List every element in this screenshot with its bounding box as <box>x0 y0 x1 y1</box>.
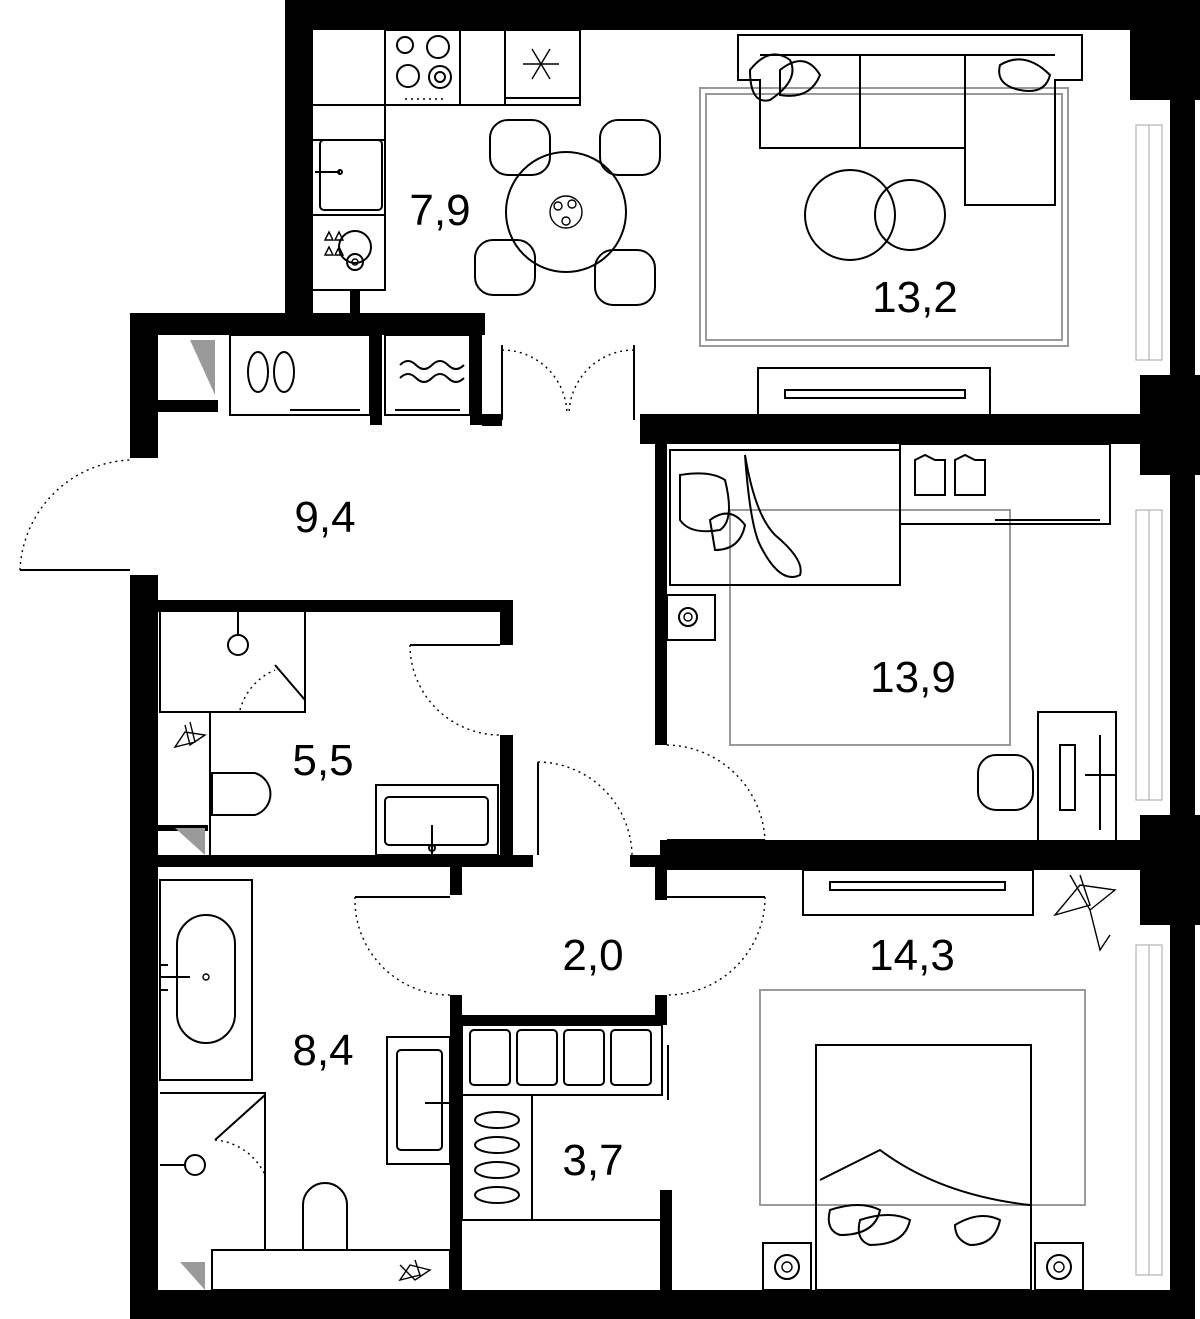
entrance-door[interactable] <box>19 459 131 571</box>
sofa-icon <box>737 34 1083 206</box>
wardrobe-room <box>461 1024 669 1221</box>
area-label-hallway: 9,4 <box>294 493 355 542</box>
bathroom-large-door[interactable] <box>354 896 451 996</box>
area-label-corridor: 2,0 <box>562 931 623 980</box>
area-label-bedroom-small: 13,9 <box>870 653 956 702</box>
shirts-icon <box>469 1029 652 1086</box>
shoes-icon <box>247 351 295 393</box>
bathroom-small <box>159 612 501 856</box>
dining-table-icon <box>505 151 627 273</box>
hallway <box>19 334 635 571</box>
toilet-icon <box>302 1182 348 1251</box>
duct-marker <box>190 340 215 395</box>
hall-door[interactable] <box>537 761 633 856</box>
area-label-bathroom-large: 8,4 <box>292 1026 353 1075</box>
corridor <box>354 761 766 996</box>
shower-icon <box>160 612 306 713</box>
tv-stand-icon <box>802 869 1034 916</box>
stove-icon <box>384 29 461 106</box>
plant-icon <box>398 1259 432 1282</box>
washing-machine-icon <box>384 334 471 416</box>
double-bed-icon <box>815 1044 1032 1291</box>
fridge-icon <box>459 29 581 106</box>
bedroom-small <box>666 443 1117 858</box>
nightstand-icon <box>762 1242 812 1291</box>
area-label-bathroom-small: 5,5 <box>292 736 353 785</box>
plant-icon <box>1053 874 1117 952</box>
vanity-icon <box>375 784 499 856</box>
walls <box>130 0 1200 1319</box>
single-bed-icon <box>669 449 901 586</box>
bathroom-small-door[interactable] <box>409 644 501 736</box>
toilet-icon <box>211 772 272 816</box>
bedroom-master <box>759 869 1117 1291</box>
desk-icon <box>1037 711 1117 858</box>
bedroom-small-door[interactable] <box>666 744 766 841</box>
vanity-icon <box>386 1036 451 1165</box>
wardrobe-icon <box>899 443 1111 525</box>
desk-chair-icon <box>977 754 1034 811</box>
nightstand-icon <box>1034 1242 1084 1291</box>
living-room-door[interactable] <box>501 345 635 420</box>
area-label-wardrobe: 3,7 <box>562 1136 623 1185</box>
bathroom-large <box>159 879 451 1291</box>
coffee-table-icon <box>804 169 896 261</box>
kitchen <box>313 29 661 306</box>
area-label-kitchen: 7,9 <box>409 186 470 235</box>
nightstand-icon <box>666 594 716 641</box>
area-labels: 7,9 13,2 9,4 13,9 5,5 2,0 14,3 8,4 3,7 <box>292 186 957 1185</box>
kitchen-sink-icon <box>315 139 383 211</box>
living-room <box>699 34 1083 417</box>
bedroom-master-door[interactable] <box>666 896 766 996</box>
tv-stand-icon <box>757 367 991 417</box>
area-label-living: 13,2 <box>872 273 958 322</box>
area-label-bedroom-master: 14,3 <box>869 931 955 980</box>
dishwasher-icon <box>323 230 372 271</box>
shoes-icon <box>474 1111 520 1204</box>
bathtub-icon <box>159 879 253 1081</box>
windows <box>1135 124 1163 1276</box>
shower-icon <box>160 1092 266 1250</box>
plant-icon <box>173 721 207 749</box>
dining-chairs <box>474 119 661 306</box>
